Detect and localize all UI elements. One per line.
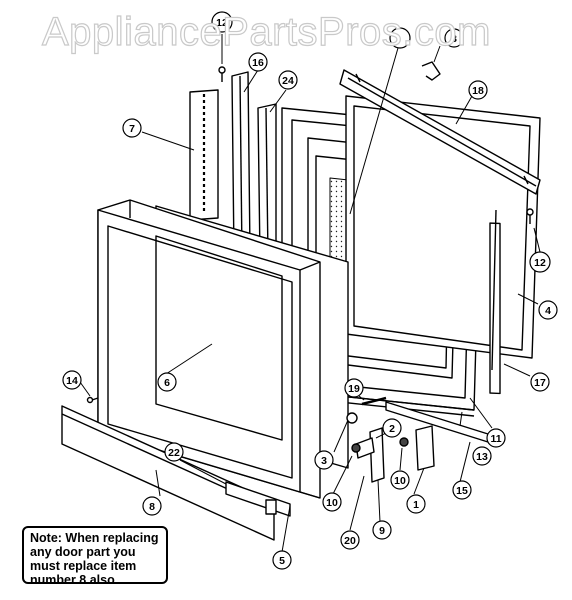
callout-20: 20 xyxy=(344,535,356,547)
callout-13: 13 xyxy=(476,451,488,463)
callout-24: 24 xyxy=(282,75,294,87)
callout-10-left: 10 xyxy=(326,497,338,509)
callout-circles xyxy=(62,11,558,570)
callout-9: 9 xyxy=(379,525,385,537)
callout-17: 17 xyxy=(534,377,546,389)
callout-16: 16 xyxy=(252,57,264,69)
callout-15: 15 xyxy=(456,485,468,497)
callout-6: 6 xyxy=(164,377,170,389)
callout-14: 14 xyxy=(66,375,78,387)
top-trim xyxy=(339,69,541,195)
note-line-1: Note: When replacing xyxy=(30,531,159,545)
callout-22: 22 xyxy=(168,447,180,459)
outer-door xyxy=(97,199,321,499)
leader-lines xyxy=(79,34,541,553)
note-line-3: must replace item xyxy=(30,559,137,573)
callout-19: 19 xyxy=(348,383,360,395)
note-line-4: number 8 also. xyxy=(30,573,119,587)
callout-11: 11 xyxy=(490,433,501,445)
hinge-strip xyxy=(189,89,219,221)
replacement-note: Note: When replacing any door part you m… xyxy=(22,526,168,587)
side-channel-24 xyxy=(257,103,277,259)
callout-8: 8 xyxy=(149,501,155,513)
callout-1: 1 xyxy=(413,499,419,511)
callout-3-top: 3 xyxy=(451,33,457,45)
door-handle-trim xyxy=(61,405,291,541)
note-line-2: any door part you xyxy=(30,545,136,559)
callout-12-right: 12 xyxy=(534,257,546,269)
hardware-parts xyxy=(86,61,534,483)
callout-18: 18 xyxy=(472,85,484,97)
callout-10-right: 10 xyxy=(394,475,406,487)
callout-7: 7 xyxy=(129,123,135,135)
callout-4: 4 xyxy=(545,305,551,317)
callout-2: 2 xyxy=(389,423,395,435)
callout-3-bottom: 3 xyxy=(321,455,327,467)
callout-12-top: 12 xyxy=(216,17,228,29)
callout-5: 5 xyxy=(279,555,285,567)
watermark: AppliancePartsPros.com xyxy=(41,9,491,54)
callout-labels: 12 16 24 7 6 3 18 12 4 17 6 14 19 2 3 11… xyxy=(66,17,551,567)
